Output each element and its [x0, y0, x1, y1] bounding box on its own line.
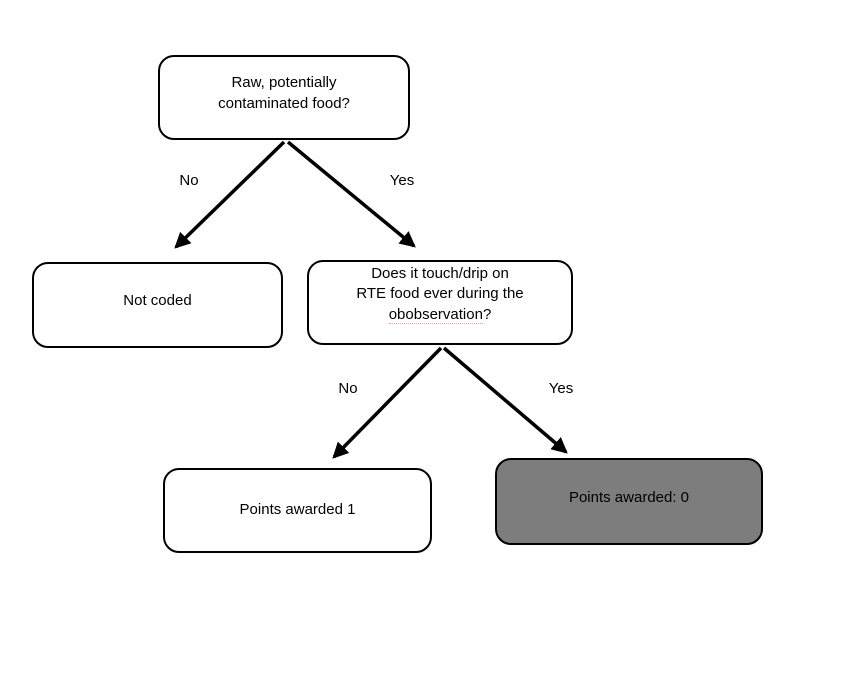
node-not-coded: Not coded	[32, 262, 283, 348]
node-not-coded-label: Not coded	[123, 291, 192, 309]
edge-label-touch-yes: Yes	[548, 380, 574, 397]
node-touch-drip-misspelled-word: obobservation	[388, 305, 483, 324]
node-root-question: Raw, potentially contaminated food?	[158, 55, 410, 140]
node-root-label: Raw, potentially contaminated food?	[218, 74, 350, 112]
node-touch-drip-label: Does it touch/drip on RTE food ever duri…	[356, 264, 524, 326]
arrow-root-yes	[286, 140, 416, 248]
arrow-touch-no	[332, 346, 443, 459]
node-points-awarded-0: Points awarded: 0	[495, 458, 763, 545]
node-touch-drip-question: Does it touch/drip on RTE food ever duri…	[307, 260, 573, 345]
node-points-awarded-0-label: Points awarded: 0	[568, 489, 690, 507]
node-touch-drip-suffix: ?	[482, 305, 492, 323]
node-points-awarded-1-label: Points awarded 1	[239, 501, 356, 519]
edge-label-touch-no: No	[338, 380, 358, 397]
node-touch-drip-label-lines: Does it touch/drip on RTE food ever duri…	[356, 264, 524, 303]
arrow-root-no	[174, 140, 286, 249]
edge-label-root-no: No	[179, 172, 199, 189]
node-points-awarded-1: Points awarded 1	[163, 468, 432, 553]
edge-label-root-yes: Yes	[389, 172, 415, 189]
arrow-touch-yes	[442, 346, 568, 454]
